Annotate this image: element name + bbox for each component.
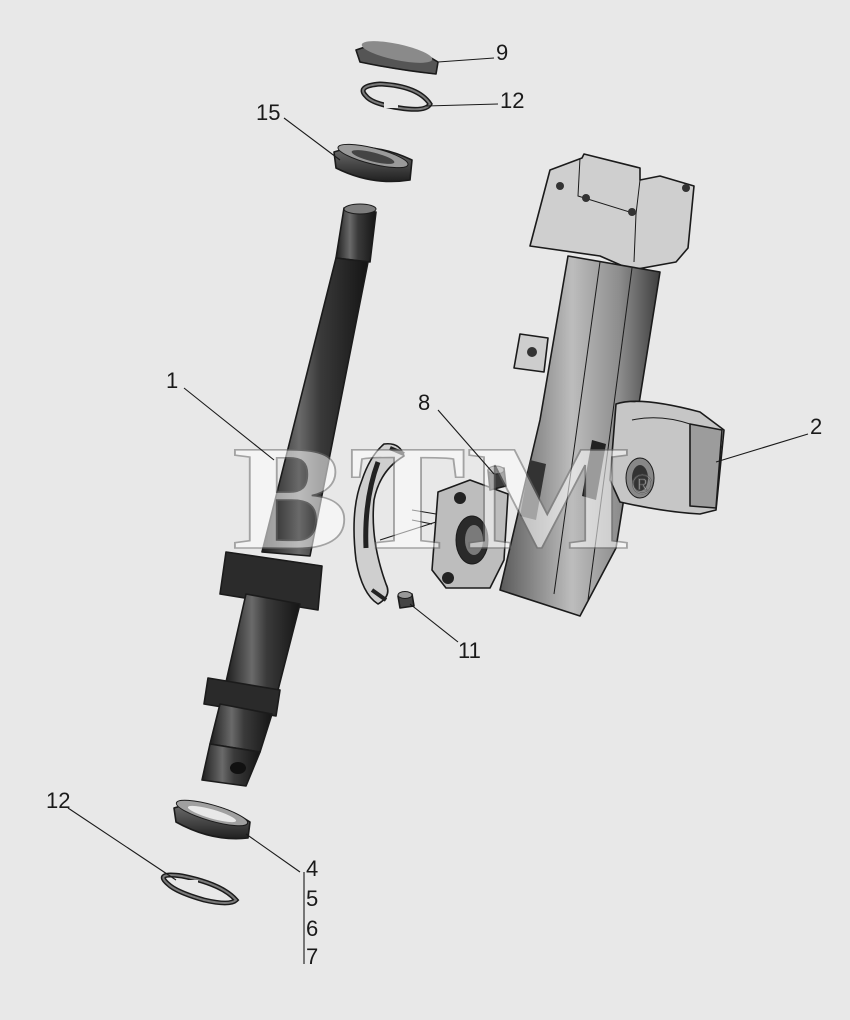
callout-11: 11 [458,638,481,663]
leader-2 [715,433,809,463]
callout-6: 6 [306,916,318,941]
callout-4: 4 [306,856,318,881]
part-4-lower-ring [173,799,251,840]
leader-lines [67,57,809,964]
part-1-shaft [201,203,377,787]
watermark: BTM ® [231,414,653,582]
curved-lever [353,442,437,605]
callout-1: 1 [166,368,178,393]
leader-12-bottom [67,807,177,881]
leader-12-top [425,103,499,107]
part-2-column-tube [411,153,725,617]
watermark-registered: ® [632,469,653,500]
callout-7: 7 [306,944,318,969]
callout-15: 15 [256,100,280,125]
part-9-cap [355,41,439,75]
callout-8: 8 [418,390,430,415]
leader-8 [437,409,495,475]
part-15-bearing [333,143,413,183]
part-8-bolt [487,465,507,491]
watermark-text: BTM [232,415,632,581]
leader-1 [183,387,275,461]
leader-4 [245,833,301,873]
part-12-top-snap-ring [360,81,433,112]
leader-11 [409,603,459,643]
callout-12-top: 12 [500,88,524,113]
callout-9: 9 [496,40,508,65]
callout-5: 5 [306,886,318,911]
leader-15 [283,117,341,161]
callouts: 9 12 15 1 8 2 11 12 4 5 6 7 [46,40,822,969]
callout-2: 2 [810,414,822,439]
leader-9 [437,57,495,63]
callout-12-bottom: 12 [46,788,70,813]
